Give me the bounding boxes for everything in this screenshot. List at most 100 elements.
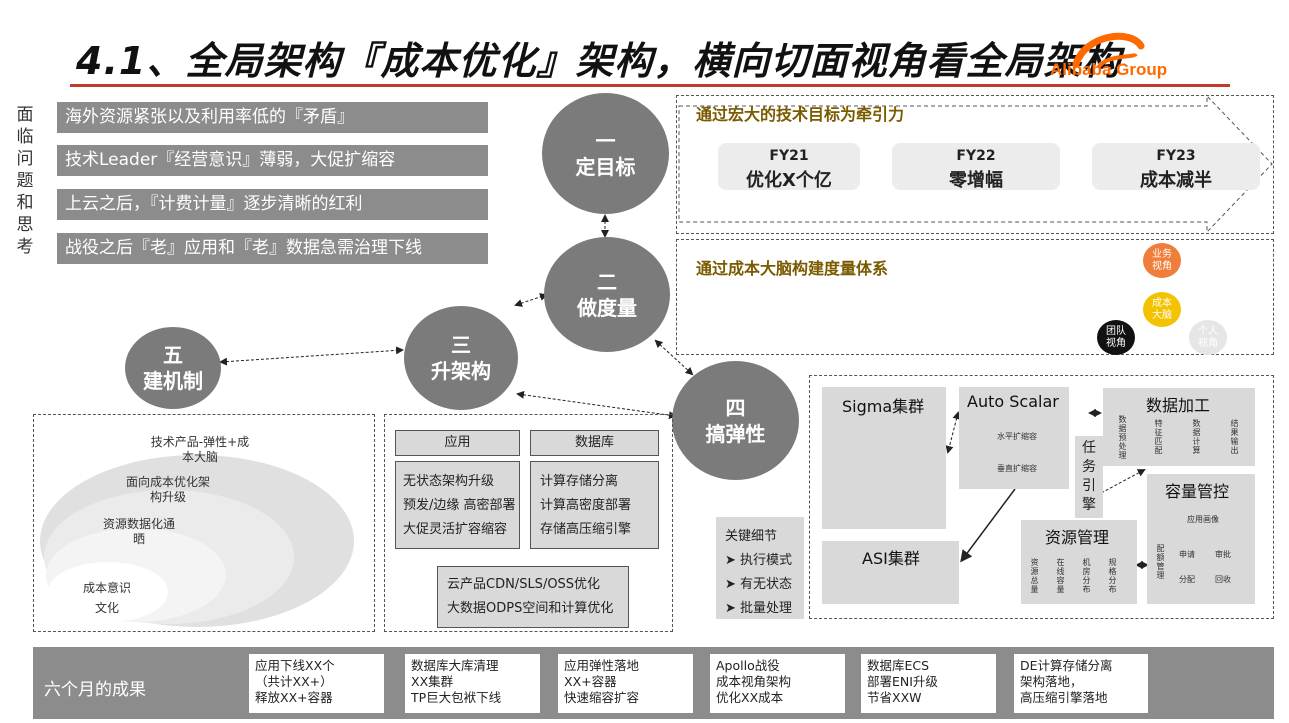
result-line: DE计算存储分离: [1020, 658, 1113, 673]
side-label-char: 思: [16, 215, 34, 235]
result-box: Apollo战役 成本视角架构 优化XX成本: [710, 654, 845, 713]
side-label-char: 和: [16, 193, 34, 213]
result-line: 数据库ECS: [867, 658, 930, 673]
orb-text: 大脑: [1152, 309, 1172, 321]
mechanism-text: 面向成本优化架: [125, 475, 210, 489]
result-line: XX+容器: [564, 674, 617, 689]
orb-text: 业务: [1152, 248, 1172, 260]
key-details-box: 关键细节 ➤ 执行模式 ➤ 有无状态 ➤ 批量处理: [716, 517, 804, 619]
capacity-op: 分配: [1179, 575, 1195, 584]
capacity-control-box: 容量管控 应用画像 配额管理 申请 审批 分配 回收: [1147, 474, 1255, 604]
mechanism-layer-4: 成本意识 文化: [62, 578, 152, 618]
result-line: 应用下线XX个: [255, 658, 335, 673]
circle-upgrade-architecture: 三 升架构: [404, 306, 518, 410]
fy-box: FY23 成本减半: [1092, 143, 1260, 191]
result-line: 成本视角架构: [716, 674, 792, 689]
personal-view-orb: 个人 视角: [1189, 320, 1227, 355]
result-line: 高压缩引擎落地: [1020, 690, 1108, 705]
problem-bar: 上云之后，『计费计量』逐步清晰的红利: [57, 189, 488, 220]
circle-mechanism: 五 建机制: [125, 327, 221, 409]
sigma-cluster-box: Sigma集群: [822, 387, 946, 529]
circle-label: 升架构: [431, 359, 491, 383]
orb-text: 视角: [1106, 337, 1126, 349]
mechanism-layer-3: 资源数据化通 晒: [84, 517, 194, 547]
business-view-orb: 业务 视角: [1143, 243, 1181, 278]
result-line: 架构落地，: [1020, 674, 1083, 689]
orb-text: 成本: [1152, 297, 1172, 309]
mechanism-text: 资源数据化通: [102, 517, 175, 531]
alibaba-logo: Alibaba Group: [1046, 24, 1226, 84]
architecture-section: [384, 414, 673, 632]
capacity-op: 申请: [1179, 550, 1195, 559]
measure-section: [676, 239, 1274, 355]
result-line: Apollo战役: [716, 658, 780, 673]
circle-label: 建机制: [143, 369, 203, 393]
app-items: 无状态架构升级 预发/边缘 高密部署 大促灵活扩容缩容: [395, 461, 520, 549]
fy-year: FY22: [956, 148, 996, 164]
capacity-control-title: 容量管控: [1165, 482, 1230, 501]
db-item: 计算存储分离: [540, 474, 619, 489]
page-title: 4.1、全局架构『成本优化』架构，横向切面视角看全局架构: [76, 39, 1122, 83]
task-engine-char: 任: [1082, 440, 1096, 456]
app-header: 应用: [395, 430, 520, 456]
data-processing-title: 数据加工: [1146, 396, 1211, 415]
sigma-cluster-title: Sigma集群: [842, 397, 925, 416]
orb-text: 个人: [1198, 325, 1218, 337]
mechanism-text: 晒: [132, 532, 145, 546]
side-label-char: 考: [16, 237, 34, 257]
capacity-op: 审批: [1215, 550, 1231, 559]
circle-number: 一: [595, 128, 616, 153]
mechanism-layer-1: 技术产品-弹性+成 本大脑: [130, 435, 270, 465]
cost-brain-orb: 成本 大脑: [1143, 292, 1181, 327]
vertical-scale-label: 垂直扩缩容: [997, 464, 1037, 473]
side-label-char: 面: [16, 105, 34, 125]
team-view-orb: 团队 视角: [1097, 320, 1135, 355]
orb-text: 团队: [1106, 325, 1126, 337]
mechanism-text: 成本意识: [82, 581, 131, 595]
circle-measure: 二 做度量: [544, 237, 670, 352]
circle-elasticity: 四 搞弹性: [672, 361, 799, 480]
result-line: 部署ENI升级: [867, 674, 938, 689]
result-line: XX集群: [411, 674, 454, 689]
result-line: 快速缩容扩容: [564, 690, 640, 705]
result-line: 应用弹性落地: [564, 658, 640, 673]
key-detail-item: ➤ 执行模式: [725, 553, 793, 568]
mechanism-text: 本大脑: [181, 450, 218, 464]
problem-bar: 技术Leader『经营意识』薄弱，大促扩缩容: [57, 145, 488, 176]
db-item: 计算高密度部署: [540, 498, 632, 513]
db-item: 存储高压缩引擎: [540, 522, 632, 537]
app-item: 大促灵活扩容缩容: [403, 522, 508, 537]
result-box: 数据库ECS 部署ENI升级 节省XXW: [861, 654, 996, 713]
result-line: 优化XX成本: [716, 690, 784, 705]
capacity-op: 回收: [1215, 575, 1231, 584]
resource-metric: 规格分布: [1108, 558, 1117, 594]
quota-management-label: 配额管理: [1156, 544, 1165, 580]
result-box: 数据库大库清理 XX集群 TP巨大包袱下线: [405, 654, 540, 713]
circle-number: 二: [597, 269, 617, 294]
mechanism-section: [33, 414, 375, 632]
circle-label: 定目标: [575, 154, 636, 179]
fy-box: FY21 优化X个亿: [718, 143, 860, 191]
circle-label: 搞弹性: [705, 421, 766, 446]
data-step: 数据计算: [1192, 419, 1201, 455]
orb-text: 视角: [1152, 260, 1172, 272]
key-detail-item: ➤ 批量处理: [725, 601, 793, 616]
cloud-item: 大数据ODPS空间和计算优化: [447, 601, 614, 616]
app-item: 预发/边缘 高密部署: [403, 498, 516, 513]
fy-year: FY21: [769, 148, 809, 164]
asi-cluster-title: ASI集群: [862, 549, 920, 568]
logo-text: Alibaba Group: [1050, 60, 1168, 79]
data-step: 特征匹配: [1154, 419, 1163, 455]
result-line: 节省XXW: [867, 690, 922, 705]
mechanism-text: 构升级: [149, 490, 186, 504]
task-engine-char: 务: [1082, 459, 1096, 475]
resource-metric: 机房分布: [1082, 558, 1091, 594]
circle-set-goals: 一 定目标: [542, 93, 669, 214]
task-engine-box: 任 务 引 擎: [1075, 436, 1103, 518]
resource-metric: 资源总量: [1030, 558, 1039, 594]
resource-metric: 在线容量: [1056, 558, 1065, 594]
auto-scalar-title: Auto Scalar: [967, 392, 1059, 411]
fy-box: FY22 零增幅: [892, 143, 1060, 191]
measure-title: 通过成本大脑构建度量体系: [696, 259, 889, 278]
db-header: 数据库: [530, 430, 659, 456]
